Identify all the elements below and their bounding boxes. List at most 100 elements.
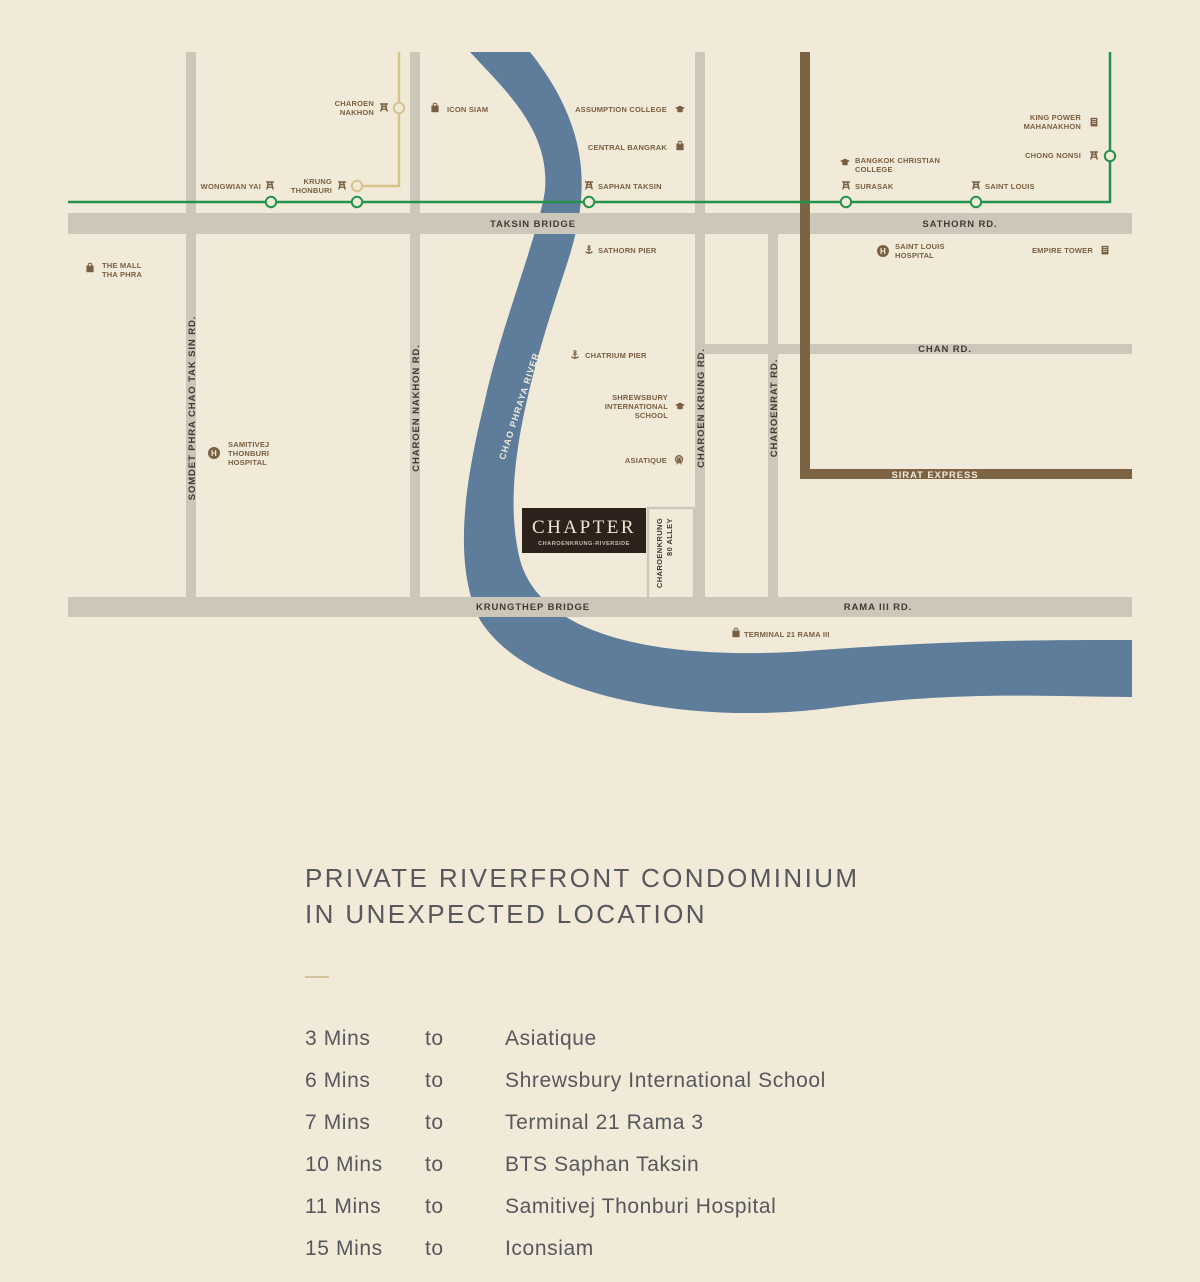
list-item: 3 Mins to Asiatique <box>305 1018 1005 1060</box>
place-shrewsbury-l2: INTERNATIONAL <box>605 402 669 411</box>
anchor-icon <box>584 245 594 255</box>
train-icon <box>841 181 851 191</box>
distance-to: to <box>425 1027 444 1050</box>
building-icon <box>1090 117 1098 127</box>
sirat-express-line <box>800 52 1132 479</box>
page-heading: PRIVATE RIVERFRONT CONDOMINIUM IN UNEXPE… <box>305 860 1005 932</box>
chapter-subtitle: CHAROENKRUNG-RIVERSIDE <box>538 541 630 547</box>
distance-time: 6 Mins <box>305 1069 371 1092</box>
place-the-mall-l1: THE MALL <box>102 261 142 270</box>
distance-place: BTS Saphan Taksin <box>505 1153 700 1176</box>
chapter-project-marker[interactable]: CHAPTER CHAROENKRUNG-RIVERSIDE <box>522 508 646 553</box>
place-chong-nonsi: CHONG NONSI <box>1025 151 1081 160</box>
graduation-cap-icon <box>675 402 685 410</box>
chapter-box <box>522 508 646 553</box>
place-king-power-l1: KING POWER <box>1030 113 1082 122</box>
heading-line2: IN UNEXPECTED LOCATION <box>305 899 707 929</box>
distance-to: to <box>425 1153 444 1176</box>
place-sathorn-pier: SATHORN PIER <box>598 246 657 255</box>
gold-station-charoen-nakhon <box>392 101 406 115</box>
info-section: PRIVATE RIVERFRONT CONDOMINIUM IN UNEXPE… <box>305 860 1005 1270</box>
place-icon-siam: ICON SIAM <box>447 105 488 114</box>
place-samitivej-l2: THONBURI <box>228 449 269 458</box>
place-samitivej-l1: SAMITIVEJ <box>228 440 269 449</box>
graduation-cap-icon <box>840 158 850 166</box>
charoen-nakhon-road <box>410 52 420 598</box>
heading-divider <box>305 976 329 978</box>
charoen-krung-road <box>695 52 705 598</box>
place-samitivej-l3: HOSPITAL <box>228 458 267 467</box>
shopping-bag-icon <box>675 140 685 151</box>
gold-line <box>357 52 401 188</box>
anchor-icon <box>570 350 580 360</box>
place-central-bangrak: CENTRAL BANGRAK <box>588 143 667 152</box>
charoenrat-road <box>768 234 778 598</box>
place-empire-tower: EMPIRE TOWER <box>1032 246 1093 255</box>
chao-phraya-river <box>463 52 1132 714</box>
bts-stations <box>264 149 1117 209</box>
location-map: TAKSIN BRIDGE SATHORN RD. CHAN RD. SIRAT… <box>68 52 1132 714</box>
graduation-cap-icon <box>675 105 685 113</box>
taksin-bridge-label: TAKSIN BRIDGE <box>490 219 576 230</box>
place-bangkok-christian-l1: BANGKOK CHRISTIAN <box>855 156 940 165</box>
distance-to: to <box>425 1111 444 1134</box>
hospital-icon: H <box>208 447 220 459</box>
place-bangkok-christian-l2: COLLEGE <box>855 165 893 174</box>
hospital-glyph: H <box>211 449 217 458</box>
ferris-wheel-icon <box>674 455 684 465</box>
charoen-krung-road-label: CHAROEN KRUNG RD. <box>696 348 707 468</box>
list-item: 7 Mins to Terminal 21 Rama 3 <box>305 1102 1005 1144</box>
place-saint-louis-hospital-l1: SAINT LOUIS <box>895 242 945 251</box>
distance-to: to <box>425 1069 444 1092</box>
somdet-road-label: SOMDET PHRA CHAO TAK SIN RD. <box>187 316 198 501</box>
list-item: 15 Mins to Iconsiam <box>305 1228 1005 1270</box>
place-king-power-l2: MAHANAKHON <box>1024 122 1081 131</box>
distance-time: 15 Mins <box>305 1237 383 1260</box>
rama3-road-label: RAMA III RD. <box>844 602 913 613</box>
charoenkrung-80-alley <box>646 506 696 597</box>
place-assumption-college: ASSUMPTION COLLEGE <box>575 105 667 114</box>
alley-label-line2: 80 ALLEY <box>665 518 674 556</box>
place-charoen-nakhon-l2: NAKHON <box>340 108 374 117</box>
distance-to: to <box>425 1237 444 1260</box>
chan-road <box>705 344 1132 354</box>
sathorn-road-label: SATHORN RD. <box>922 219 997 230</box>
station-wongwian-yai <box>264 195 278 209</box>
charoenrat-road-label: CHAROENRAT RD. <box>769 359 780 457</box>
alley-label-line1: CHAROENKRUNG <box>655 518 664 588</box>
distance-to: to <box>425 1195 444 1218</box>
shopping-bag-icon <box>430 102 440 113</box>
station-surasak <box>839 195 853 209</box>
place-saint-louis: SAINT LOUIS <box>985 182 1035 191</box>
distance-time: 7 Mins <box>305 1111 371 1134</box>
place-krung-thonburi-l2: THONBURI <box>291 186 332 195</box>
place-surasak: SURASAK <box>855 182 894 191</box>
station-saphan-taksin <box>582 195 596 209</box>
distance-place: Shrewsbury International School <box>505 1069 826 1092</box>
train-icon <box>971 181 981 191</box>
place-saphan-taksin: SAPHAN TAKSIN <box>598 182 662 191</box>
sirat-express-label: SIRAT EXPRESS <box>891 470 978 481</box>
place-chatrium-pier: CHATRIUM PIER <box>585 351 647 360</box>
sathorn-road <box>68 213 1132 234</box>
distance-place: Iconsiam <box>505 1237 594 1260</box>
place-charoen-nakhon-l1: CHAROEN <box>335 99 374 108</box>
distance-list: 3 Mins to Asiatique 6 Mins to Shrewsbury… <box>305 1018 1005 1270</box>
station-krung-thonburi <box>350 195 364 209</box>
distance-place: Samitivej Thonburi Hospital <box>505 1195 777 1218</box>
krungthep-bridge-label: KRUNGTHEP BRIDGE <box>476 602 590 613</box>
distance-place: Asiatique <box>505 1027 597 1050</box>
train-icon <box>337 181 347 191</box>
gold-station-krung-thonburi <box>350 179 364 193</box>
charoen-nakhon-road-label: CHAROEN NAKHON RD. <box>411 344 422 472</box>
place-shrewsbury-l1: SHREWSBURY <box>612 393 668 402</box>
hospital-icon: H <box>877 245 889 257</box>
bts-silom-line <box>68 52 1112 204</box>
train-icon <box>584 181 594 191</box>
distance-time: 3 Mins <box>305 1027 371 1050</box>
chan-road-label: CHAN RD. <box>918 344 972 355</box>
shopping-bag-icon <box>85 262 95 273</box>
place-the-mall-l2: THA PHRA <box>102 270 142 279</box>
heading-line1: PRIVATE RIVERFRONT CONDOMINIUM <box>305 863 860 893</box>
train-icon <box>265 181 275 191</box>
